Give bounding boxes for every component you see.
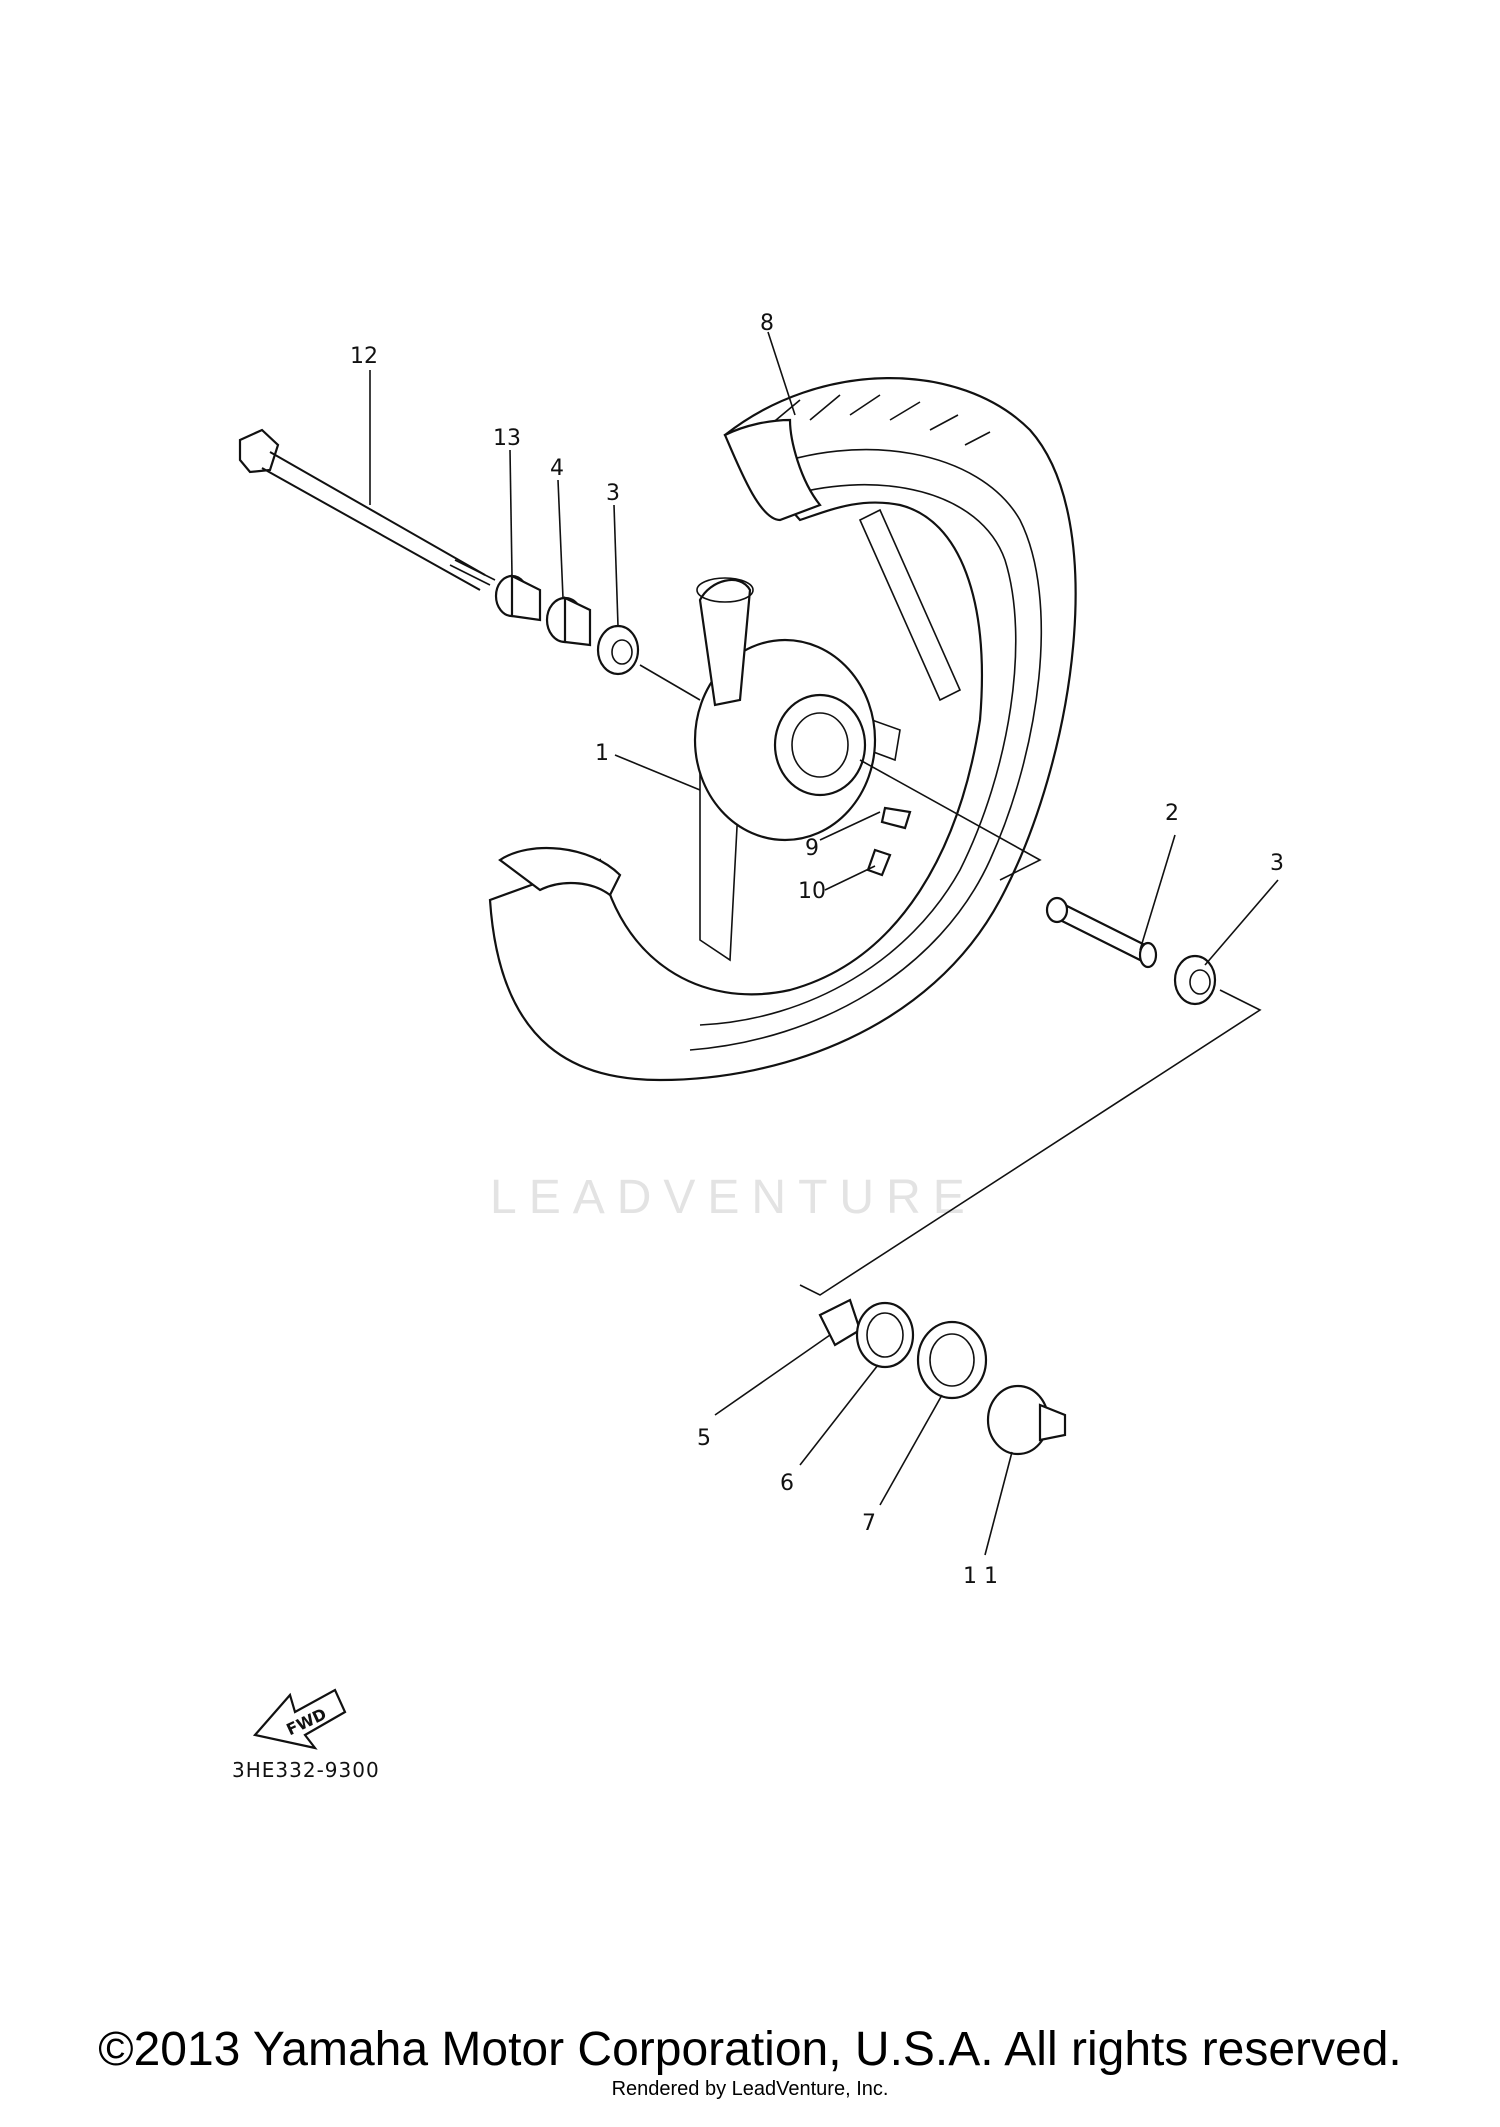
callout-1: 1 [595,741,609,766]
wheel-tire-assembly [488,377,1077,1082]
callout-12: 12 [350,344,378,369]
leader-lines [369,331,1279,1556]
rendered-by-text: Rendered by LeadVenture, Inc. [611,2078,889,2100]
valve-parts [866,806,912,877]
callout-3a: 3 [606,481,620,506]
assembly-lines [639,664,1262,1296]
callout-13: 13 [493,426,521,451]
wheel-hub [693,577,877,842]
right-side-parts [1045,896,1217,1006]
callout-11: 1 1 [963,1564,998,1589]
callout-5: 5 [697,1426,711,1451]
callout-10: 10 [798,879,826,904]
callout-7: 7 [862,1511,876,1536]
meter-drive-parts [818,1298,1067,1456]
left-side-parts [494,574,640,676]
copyright-notice: ©2013 Yamaha Motor Corporation, U.S.A. A… [98,2023,1402,2076]
callout-9: 9 [805,836,819,861]
callout-6: 6 [780,1471,794,1496]
callout-4: 4 [550,456,564,481]
callout-8: 8 [760,311,774,336]
callout-3b: 3 [1270,851,1284,876]
axle-bolt [238,428,496,591]
watermark-text: LEADVENTURE [490,1171,977,1224]
fwd-arrow-icon: FWD [252,1688,347,1750]
part-code-label: 3HE332-9300 [232,1758,380,1782]
callout-2: 2 [1165,801,1179,826]
